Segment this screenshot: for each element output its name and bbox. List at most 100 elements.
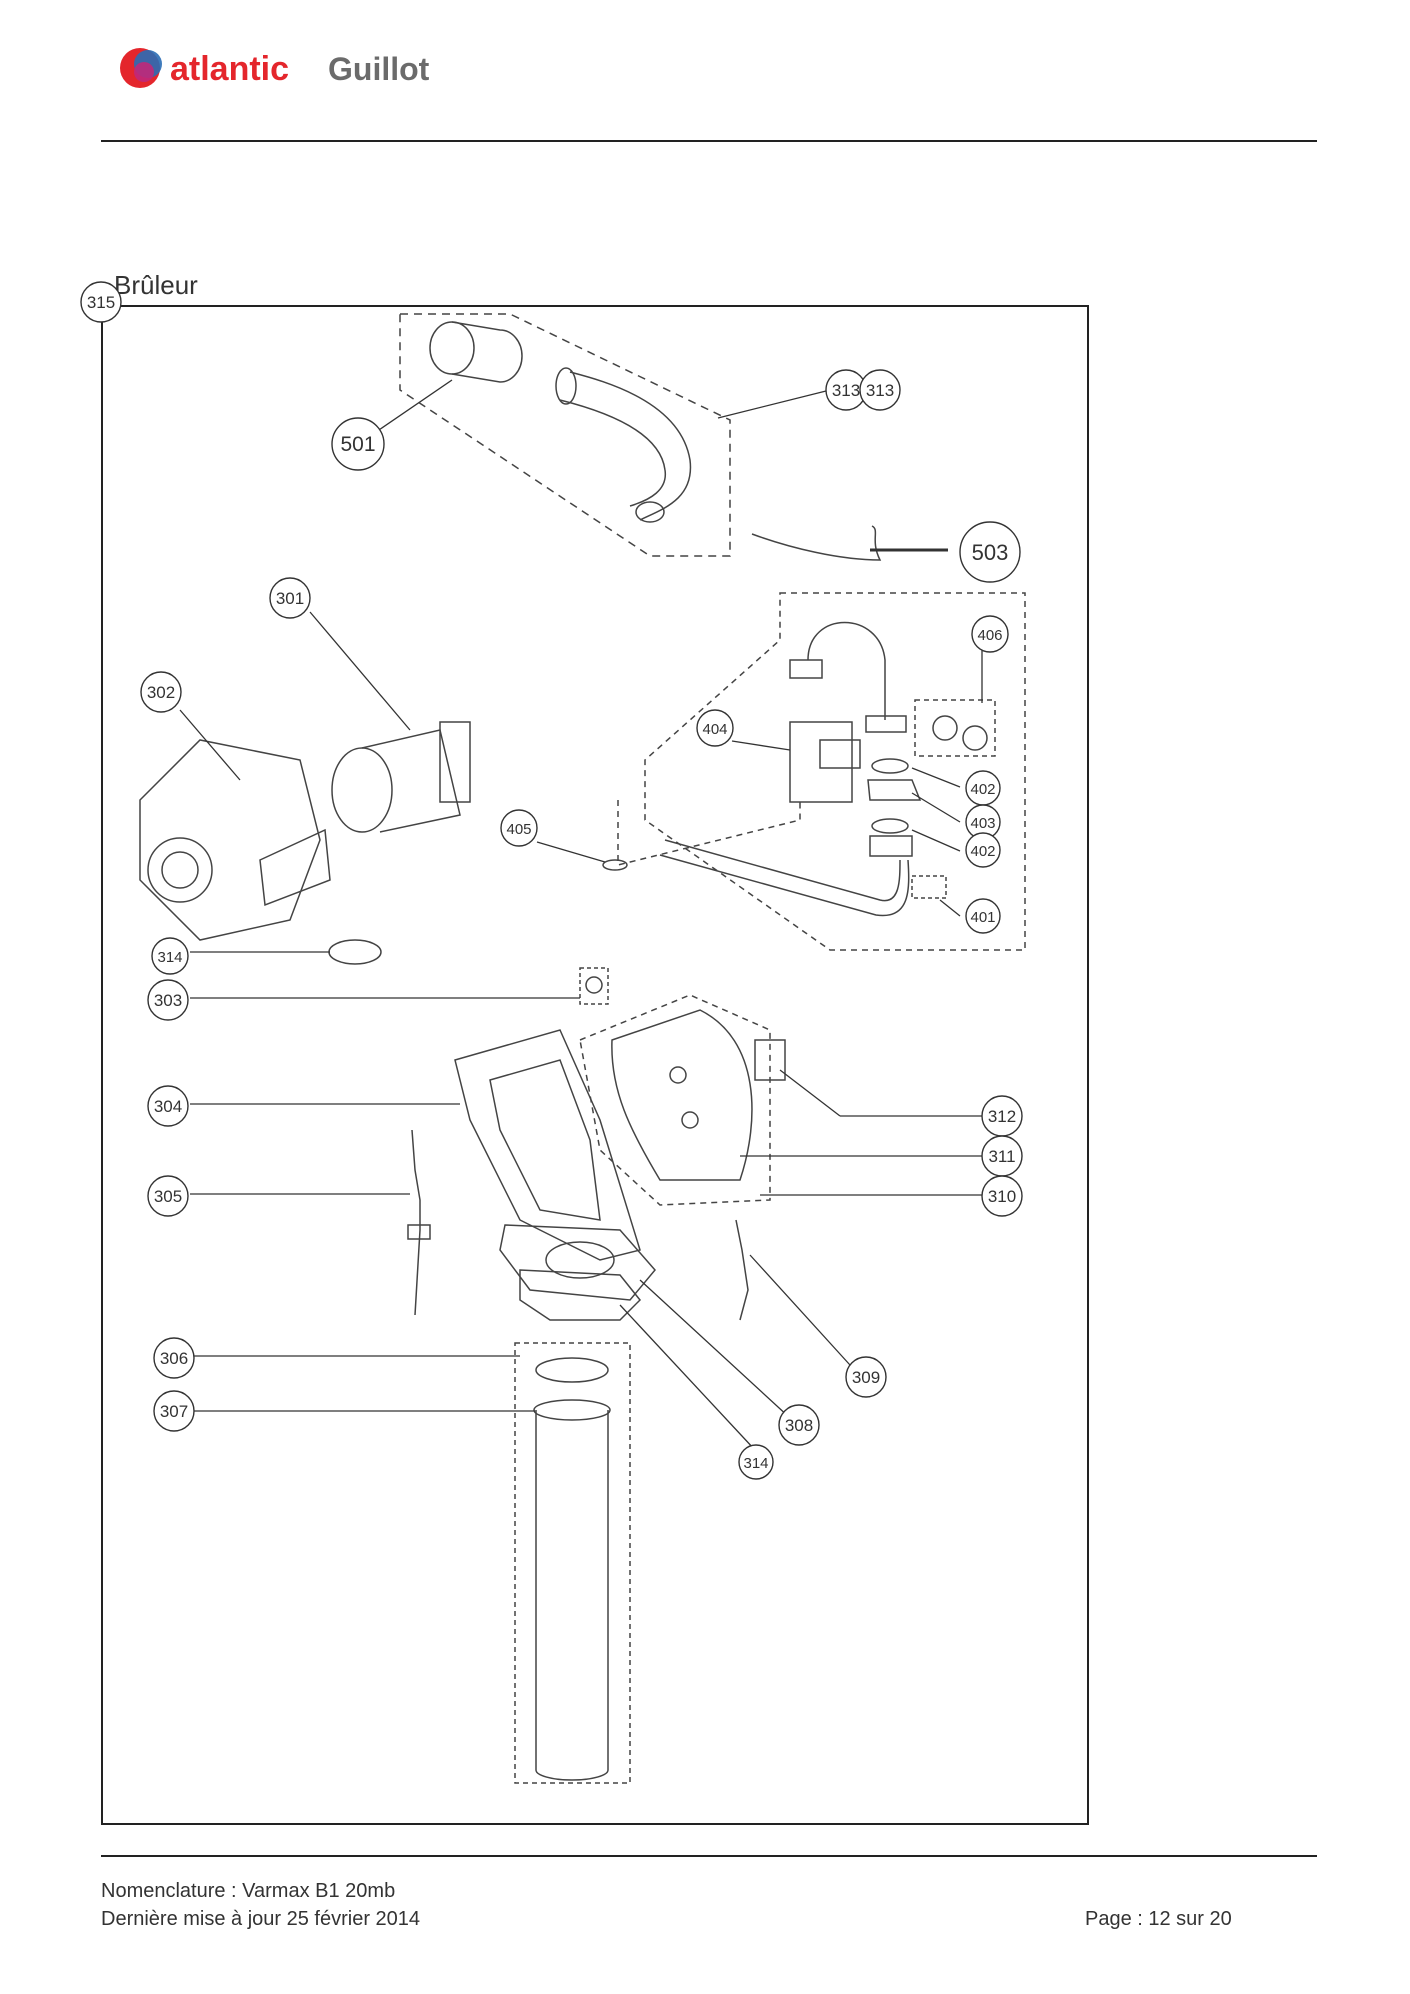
callout-303: 303 [147, 979, 189, 1021]
callout-circle [147, 1175, 189, 1217]
callout-circle [147, 1085, 189, 1127]
section-title: Brûleur [114, 270, 198, 300]
leader-line [619, 1304, 756, 1451]
part-401-pipe [664, 839, 901, 902]
leader-lines [179, 379, 986, 1451]
callout-label: 403 [970, 815, 995, 832]
callouts: 315 501 313 313 503 301 406 302 404 405 … [80, 281, 1023, 1480]
callout-circle [981, 1175, 1023, 1217]
callout-404: 404 [696, 709, 734, 747]
atlantic-guillot-logo: atlantic Guillot [118, 38, 498, 98]
callout-label: 406 [977, 627, 1002, 644]
part-305-electrode [411, 1129, 421, 1316]
callout-circle [859, 369, 901, 411]
part-406-knob [932, 715, 958, 741]
callout-402-a: 402 [965, 770, 1001, 806]
part-304-body [454, 1029, 641, 1261]
callout-circle [80, 281, 122, 323]
part-305-clamp [407, 1224, 431, 1240]
part-401-flange [869, 835, 913, 857]
callout-label: 312 [988, 1107, 1016, 1126]
callout-label: 315 [87, 293, 115, 312]
part-306-tube [535, 1410, 609, 1781]
part-311-port-top [669, 1066, 687, 1084]
part-307-gasket [533, 1399, 611, 1421]
part-313-pipe-inner [559, 399, 666, 507]
footer-divider [101, 1855, 1317, 1857]
part-404-coil [819, 739, 861, 769]
callout-circle [959, 521, 1021, 583]
callout-label: 304 [154, 1097, 182, 1116]
callout-label: 401 [970, 909, 995, 926]
part-402-oring-top [871, 758, 909, 774]
callout-311: 311 [981, 1135, 1023, 1177]
callout-label: 305 [154, 1187, 182, 1206]
callout-label: 311 [988, 1147, 1015, 1166]
dashed-group-top [399, 313, 731, 557]
part-406-flange [789, 659, 823, 679]
callout-label: 402 [970, 781, 995, 798]
callout-circle [147, 979, 189, 1021]
callout-307: 307 [153, 1390, 195, 1432]
part-302-fan-hub [161, 851, 199, 889]
callout-circle [500, 809, 538, 847]
part-302-fan [139, 739, 321, 941]
callout-314-a: 314 [151, 937, 189, 975]
callout-label: 309 [852, 1368, 880, 1387]
logo-mark: atlantic Guillot [120, 48, 430, 88]
callout-circle [778, 1404, 820, 1446]
callout-label: 307 [160, 1402, 188, 1421]
callout-label: 402 [970, 843, 995, 860]
part-311-door [611, 1009, 753, 1181]
leader-line [911, 829, 961, 852]
dashed-group-gas [644, 592, 1026, 951]
diagram-frame [101, 305, 1089, 1825]
callout-circle [696, 709, 734, 747]
dashed-group-303 [579, 967, 609, 1005]
callout-503: 503 [959, 521, 1021, 583]
callout-308: 308 [778, 1404, 820, 1446]
callout-406: 406 [971, 615, 1009, 653]
callout-circle [845, 1356, 887, 1398]
leader-line [911, 792, 961, 823]
callout-label: 404 [702, 721, 727, 738]
callout-label: 503 [972, 540, 1009, 565]
callout-405: 405 [500, 809, 538, 847]
callout-label: 314 [157, 949, 182, 966]
parts-drawing [139, 313, 1026, 1784]
leader-line [779, 1069, 841, 1117]
callout-403: 403 [965, 804, 1001, 840]
part-406-base [865, 715, 907, 733]
part-301-tube [361, 729, 461, 833]
part-302-outlet [259, 828, 331, 907]
callout-label: 501 [340, 433, 375, 456]
callout-402-b: 402 [965, 832, 1001, 868]
dashed-connector [617, 800, 801, 866]
leader-line [731, 740, 791, 751]
footer-page-number: Page : 12 sur 20 [1085, 1908, 1232, 1930]
leader-line [179, 709, 241, 781]
callout-301: 301 [269, 577, 311, 619]
callout-circle [965, 832, 1001, 868]
callout-315: 315 [80, 281, 122, 323]
part-313-outlet [635, 501, 665, 523]
callout-304: 304 [147, 1085, 189, 1127]
part-405-gasket [602, 859, 628, 871]
part-308-plate [499, 1224, 656, 1301]
callout-circle [965, 898, 1001, 934]
callout-313-a: 313 [825, 369, 867, 411]
callout-circle [269, 577, 311, 619]
part-306-ring [535, 1357, 609, 1383]
leader-line [749, 1254, 851, 1366]
callout-306: 306 [153, 1337, 195, 1379]
part-308-opening [545, 1241, 615, 1279]
part-404-valve [789, 721, 853, 803]
dashed-group-door [579, 994, 771, 1206]
part-311-port-bottom [681, 1111, 699, 1129]
part-309-probe [735, 1219, 749, 1321]
callout-label: 314 [743, 1455, 768, 1472]
logo-text-guillot: Guillot [328, 51, 430, 87]
part-302-fan-wheel [147, 837, 213, 903]
leader-line [939, 899, 961, 917]
callout-305: 305 [147, 1175, 189, 1217]
